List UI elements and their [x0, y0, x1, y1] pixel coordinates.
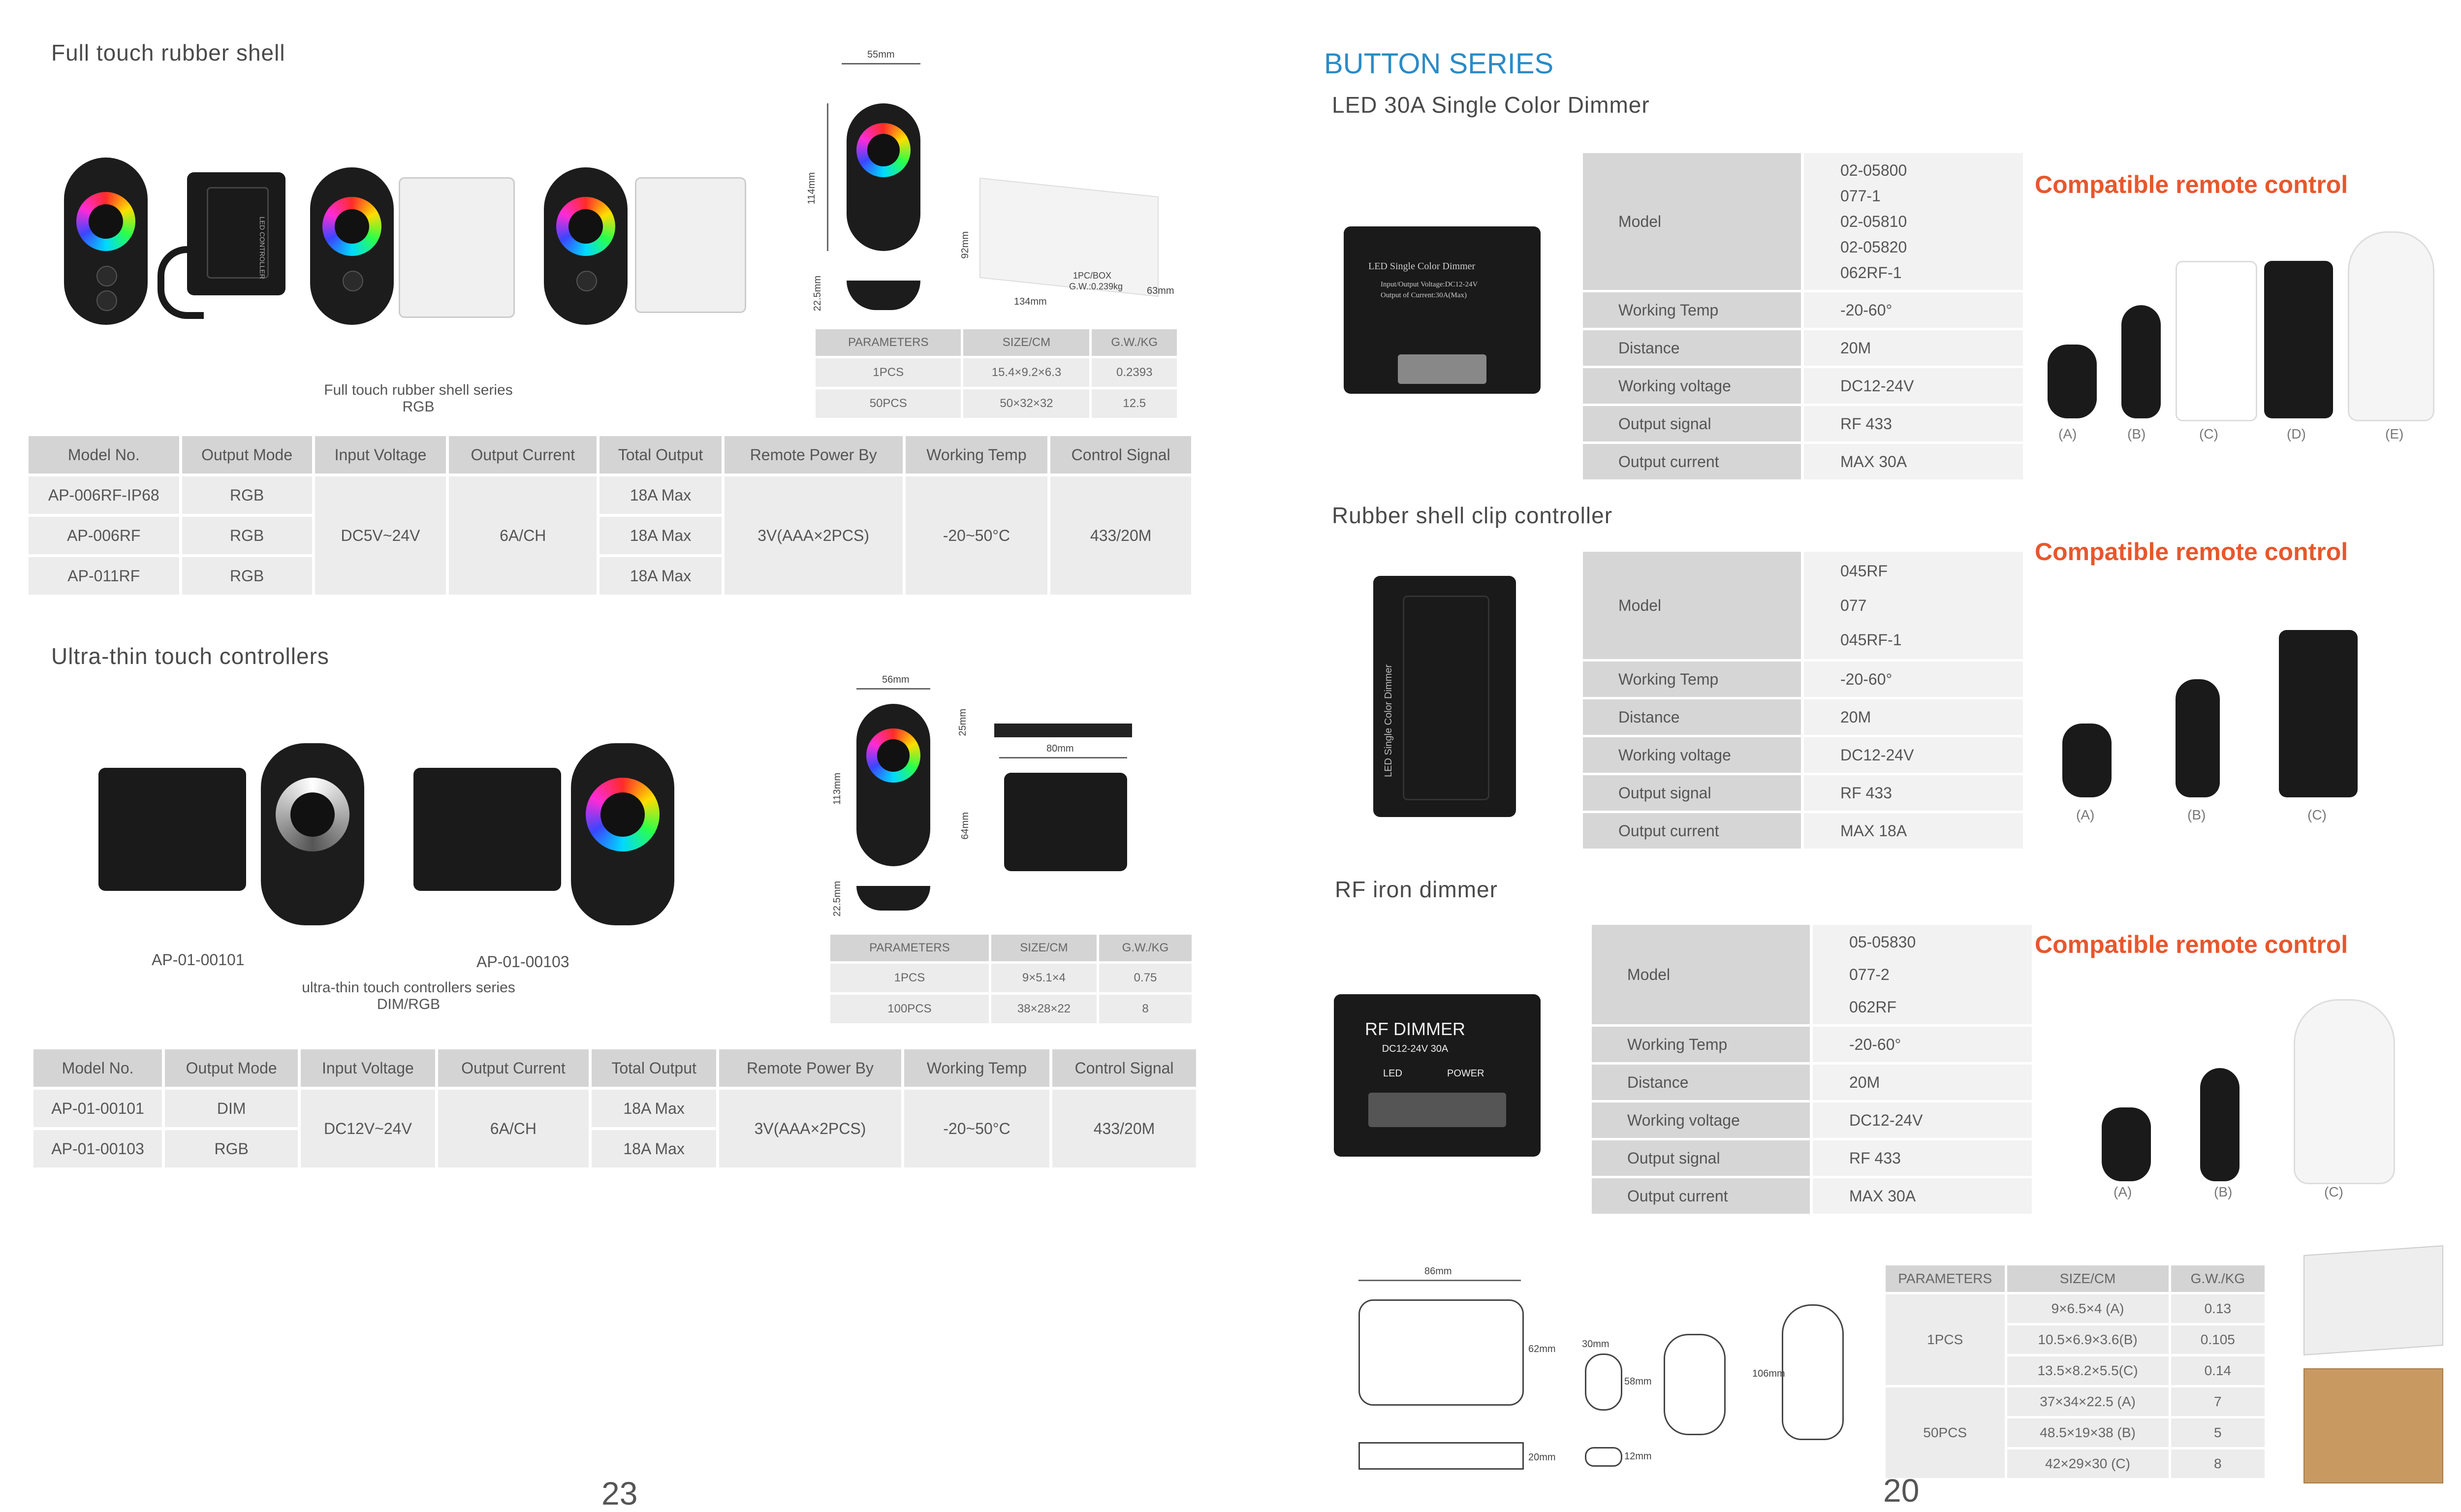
ultra-thin-controller-2 [413, 768, 561, 891]
label-c-1: (C) [2199, 426, 2218, 441]
compatible-remotes-2 [2057, 630, 2363, 812]
label-a-1: (A) [2058, 426, 2077, 441]
label-a-2: (A) [2076, 807, 2095, 822]
model-label-ap-01-00103: AP-01-00103 [476, 953, 569, 971]
label-a-3: (A) [2114, 1184, 2132, 1199]
ultra-thin-remote-rgb [571, 743, 674, 925]
rubber-remote-1 [64, 158, 148, 325]
section-title-ultra-thin: Ultra-thin touch controllers [51, 643, 329, 669]
spec-table-rubber-clip: Model 045RF 077 045RF-1 Working Temp-20-… [1583, 549, 2023, 851]
series-title: BUTTON SERIES [1324, 48, 1554, 80]
dimension-drawing-ultra-thin: 56mm 113mm 22.5mm 25mm 80mm 64mm [817, 674, 1191, 930]
model-label-ap-01-00101: AP-01-00101 [152, 951, 245, 969]
product-title-30a-dimmer: LED 30A Single Color Dimmer [1332, 92, 1650, 118]
ultra-thin-remote-dim [261, 743, 364, 925]
package-box-white [2303, 1245, 2443, 1355]
label-b-3: (B) [2214, 1184, 2233, 1199]
product-title-rf-iron: RF iron dimmer [1335, 877, 1498, 902]
spec-table-rf-iron: Model 05-05830 077-2 062RF Working Temp-… [1592, 922, 2032, 1216]
compatible-remotes-1 [2043, 231, 2446, 448]
caption-rubber-shell: Full touch rubber shell series RGB [324, 382, 513, 415]
dimension-drawing-rf-iron: 86mm 62mm 20mm 30mm 58mm 12mm 106mm [1349, 1260, 1844, 1486]
compatible-remote-title-2: Compatible remote control [2035, 538, 2348, 566]
product-photos-ultra-thin [89, 724, 679, 960]
label-b-1: (B) [2127, 426, 2146, 441]
page-number-left: 23 [601, 1475, 638, 1512]
spec-table-30a-dimmer: Model 02-05800 077-1 02-05810 02-05820 0… [1583, 151, 2023, 482]
device-rubber-clip: LED Single Color Dimmer [1373, 561, 1521, 837]
label-c-3: (C) [2324, 1184, 2343, 1199]
cable-icon [158, 246, 204, 319]
device-rf-iron-dimmer: RF DIMMER DC12-24V 30A LED POWER [1334, 984, 1546, 1171]
rubber-remote-3 [544, 167, 628, 325]
label-d-1: (D) [2287, 426, 2306, 441]
product-title-rubber-clip: Rubber shell clip controller [1332, 503, 1613, 528]
compatible-remote-title-1: Compatible remote control [2035, 171, 2348, 198]
label-b-2: (B) [2187, 807, 2206, 822]
product-photos-rubber-shell: LED CONTROLLER [54, 148, 758, 359]
label-e-1: (E) [2385, 426, 2404, 441]
rubber-controller-white-2 [635, 177, 746, 313]
label-c-2: (C) [2307, 807, 2327, 822]
package-box-carton [2303, 1368, 2443, 1483]
device-30a-dimmer: LED Single Color Dimmer Input/Output Vol… [1344, 207, 1541, 433]
caption-ultra-thin: ultra-thin touch controllers series DIM/… [302, 979, 515, 1012]
ultra-thin-controller-1 [98, 768, 246, 891]
rubber-controller-white [399, 177, 515, 318]
dimension-drawing-remote-1: 55mm 114mm 22.5mm [806, 49, 955, 315]
rubber-remote-2 [310, 167, 394, 325]
page-number-right: 20 [1883, 1472, 1920, 1509]
package-box-drawing-1: 1PC/BOX G.W.:0.239kg 92mm 134mm 63mm [960, 167, 1196, 315]
compatible-remote-title-3: Compatible remote control [2035, 931, 2348, 958]
compatible-remotes-3 [2097, 989, 2441, 1186]
section-title-rubber-shell: Full touch rubber shell [51, 40, 285, 65]
